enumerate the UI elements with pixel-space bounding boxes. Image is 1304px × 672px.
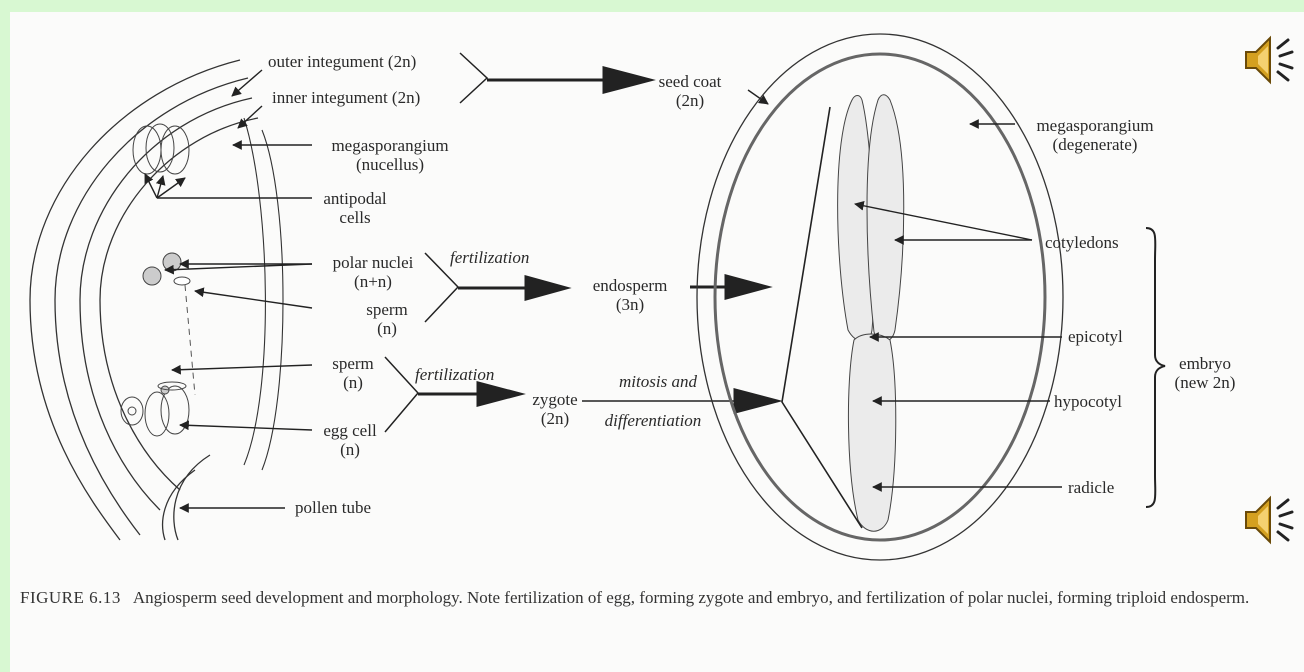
label-endosperm: endosperm (3n) <box>592 276 668 314</box>
label-egg-cell: egg cell (n) <box>323 421 377 459</box>
speaker-icon-top <box>1245 35 1294 85</box>
figure-caption: FIGURE 6.13 Angiosperm seed development a… <box>20 585 1270 611</box>
label-epicotyl: epicotyl <box>1068 327 1123 346</box>
label-megasporangium-degenerate: megasporangium (degenerate) <box>1036 116 1154 154</box>
label-hypocotyl: hypocotyl <box>1054 392 1122 411</box>
label-sperm-egg: sperm (n) <box>332 354 374 392</box>
label-fertilization-egg: fertilization <box>415 365 495 384</box>
label-sperm-polar: sperm (n) <box>366 300 408 338</box>
label-pollen-tube: pollen tube <box>295 498 372 517</box>
label-zygote: zygote (2n) <box>532 390 578 428</box>
figure-number: FIGURE 6.13 <box>20 588 121 607</box>
label-differentiation: differentiation <box>604 411 702 430</box>
speaker-icon[interactable] <box>1240 492 1296 553</box>
label-seed-coat: seed coat (2n) <box>658 72 722 110</box>
label-polar-nuclei: polar nuclei (n+n) <box>332 253 414 291</box>
label-megasporangium: megasporangium (nucellus) <box>331 136 449 174</box>
label-cotyledons: cotyledons <box>1045 233 1119 252</box>
antipodal-cells <box>132 123 190 175</box>
label-outer-integument: outer integument (2n) <box>268 52 417 71</box>
speaker-icon[interactable] <box>1240 32 1296 93</box>
polar-nuclei <box>142 252 191 286</box>
figure-page <box>10 12 1304 672</box>
label-radicle: radicle <box>1068 478 1115 497</box>
label-fertilization-polar: fertilization <box>450 248 530 267</box>
label-mitosis: mitosis and <box>619 372 697 391</box>
embryo <box>837 94 905 532</box>
embryo-brace <box>1145 227 1166 508</box>
caption-text: Angiosperm seed development and morpholo… <box>132 588 1250 607</box>
label-embryo: embryo (new 2n) <box>1174 354 1236 392</box>
egg-apparatus <box>120 381 190 437</box>
speaker-icon-bottom <box>1245 495 1294 545</box>
label-inner-integument: inner integument (2n) <box>272 88 421 107</box>
label-antipodal-cells: antipodal cells <box>323 189 387 227</box>
seed <box>696 33 1064 561</box>
